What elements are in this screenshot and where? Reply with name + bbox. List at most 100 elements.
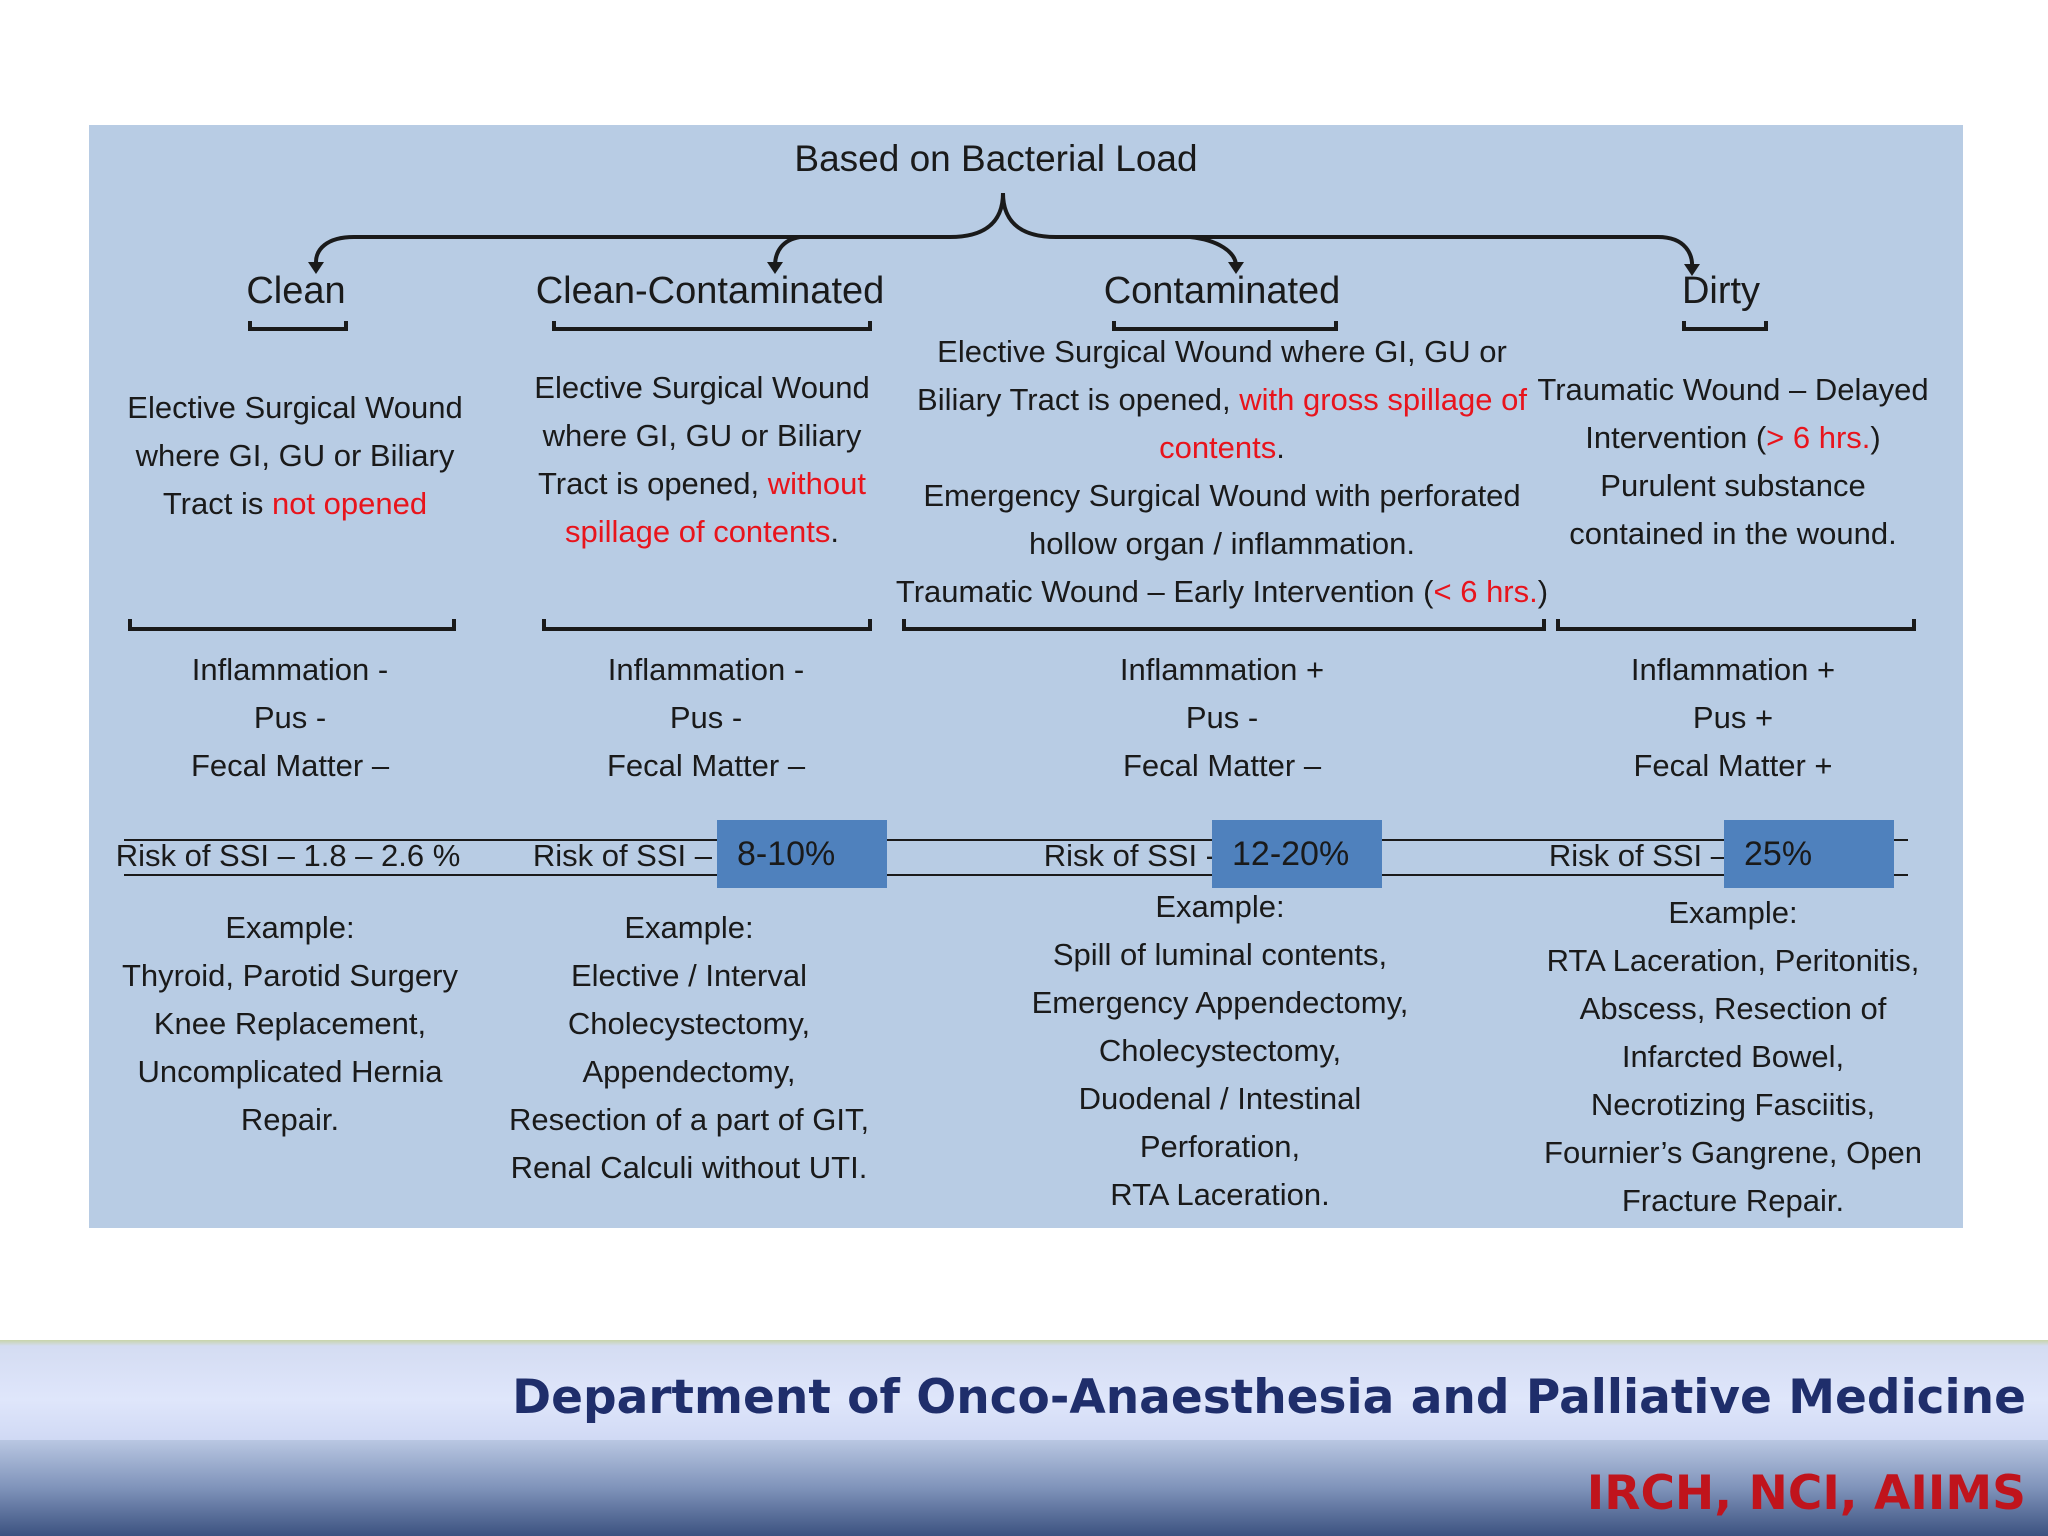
section-bracket-dirty	[1556, 619, 1916, 631]
description-line: where GI, GU or Biliary	[95, 432, 495, 480]
description-line: contents.	[872, 424, 1572, 472]
description-line: Traumatic Wound – Early Intervention (< …	[872, 568, 1572, 616]
description-line: Purulent substance	[1508, 462, 1958, 510]
heading-underline-contaminated	[1112, 321, 1338, 331]
sign-line: Pus -	[1185, 700, 1259, 735]
example-line: Spill of luminal contents,	[1052, 937, 1388, 972]
risk-row-top-line	[124, 839, 1908, 841]
description-text: Biliary Tract is opened,	[917, 382, 1240, 417]
footer-gradient	[0, 1440, 2048, 1536]
description-line: Biliary Tract is opened, with gross spil…	[872, 376, 1572, 424]
risk-value-clean-contaminated: 8-10%	[717, 820, 887, 888]
example-line: Uncomplicated Hernia	[137, 1054, 443, 1089]
description-text: Elective Surgical Wound where GI, GU or	[937, 334, 1507, 369]
highlight-text: < 6 hrs.	[1433, 574, 1538, 609]
risk-label-contaminated: Risk of SSI -	[1043, 838, 1216, 873]
description-line: spillage of contents.	[502, 508, 902, 556]
footer-department: Department of Onco-Anaesthesia and Palli…	[512, 1370, 2026, 1425]
description-text: Intervention (	[1585, 420, 1767, 455]
description-text: Tract is opened,	[538, 466, 768, 501]
heading-underline-dirty	[1682, 321, 1768, 331]
sign-line: Inflammation +	[1119, 652, 1325, 687]
description-line: Intervention (> 6 hrs.)	[1508, 414, 1958, 462]
category-heading-clean-contaminated: Clean-Contaminated	[535, 270, 885, 312]
description-clean: Elective Surgical Wound where GI, GU or B…	[95, 384, 495, 528]
sign-line: Inflammation -	[607, 652, 805, 687]
example-title-clean: Example:	[225, 910, 355, 945]
highlight-text: > 6 hrs.	[1766, 420, 1871, 455]
sign-line: Fecal Matter –	[190, 748, 390, 783]
highlight-text: without	[767, 466, 866, 501]
category-heading-dirty: Dirty	[1681, 270, 1761, 312]
example-line: Knee Replacement,	[153, 1006, 427, 1041]
description-text: .	[1276, 430, 1285, 465]
sign-line: Fecal Matter –	[606, 748, 806, 783]
example-list-dirty: RTA Laceration, Peritonitis,Abscess, Res…	[1533, 937, 1933, 1225]
example-title-dirty: Example:	[1668, 895, 1798, 930]
heading-underline-clean-contaminated	[552, 321, 872, 331]
example-line: RTA Laceration.	[1110, 1177, 1330, 1212]
example-line: Necrotizing Fasciitis,	[1590, 1087, 1876, 1122]
description-text: Traumatic Wound – Early Intervention (	[895, 574, 1434, 609]
example-line: Cholecystectomy,	[567, 1006, 811, 1041]
example-title-clean-contaminated: Example:	[624, 910, 754, 945]
example-line: Perforation,	[1139, 1129, 1301, 1164]
description-line: where GI, GU or Biliary	[502, 412, 902, 460]
example-title-contaminated: Example:	[1155, 889, 1285, 924]
category-heading-contaminated: Contaminated	[1103, 270, 1341, 312]
description-contaminated: Elective Surgical Wound where GI, GU or B…	[872, 328, 1572, 616]
example-line: Abscess, Resection of	[1579, 991, 1887, 1026]
description-line: hollow organ / inflammation.	[872, 520, 1572, 568]
example-line: Infarcted Bowel,	[1621, 1039, 1845, 1074]
risk-value-contaminated: 12-20%	[1212, 820, 1382, 888]
example-line: Elective / Interval	[570, 958, 808, 993]
category-brace	[308, 192, 1700, 276]
heading-underline-clean	[248, 321, 348, 331]
highlight-text: with gross spillage of	[1239, 382, 1527, 417]
risk-row-bottom-line	[124, 874, 1908, 876]
description-text: )	[1870, 420, 1881, 455]
sign-line: Pus -	[669, 700, 743, 735]
example-line: Emergency Appendectomy,	[1031, 985, 1409, 1020]
description-line: Elective Surgical Wound where GI, GU or	[872, 328, 1572, 376]
description-text: Traumatic Wound – Delayed	[1537, 372, 1929, 407]
footer-band	[0, 1340, 2048, 1440]
footer-institute: IRCH, NCI, AIIMS	[1586, 1466, 2026, 1521]
description-text: where GI, GU or Biliary	[542, 418, 862, 453]
description-text: contained in the wound.	[1569, 516, 1897, 551]
description-text: hollow organ / inflammation.	[1029, 526, 1415, 561]
description-line: contained in the wound.	[1508, 510, 1958, 558]
sign-line: Pus -	[253, 700, 327, 735]
description-line: Elective Surgical Wound	[95, 384, 495, 432]
example-line: Repair.	[240, 1102, 340, 1137]
example-line: Thyroid, Parotid Surgery	[122, 958, 458, 993]
example-list-contaminated: Spill of luminal contents, Emergency Appe…	[1020, 931, 1420, 1219]
category-heading-clean: Clean	[246, 270, 346, 312]
description-text: .	[830, 514, 840, 549]
section-bracket-clean-contaminated	[542, 619, 872, 631]
risk-label-clean-contaminated: Risk of SSI –	[532, 838, 712, 873]
risk-value-dirty: 25%	[1724, 820, 1894, 888]
sign-line: Inflammation -	[191, 652, 389, 687]
description-text: Elective Surgical Wound	[127, 390, 463, 425]
classification-panel	[89, 125, 1963, 1228]
sign-line: Fecal Matter –	[1122, 748, 1322, 783]
description-text: where GI, GU or Biliary	[135, 438, 455, 473]
highlight-text: spillage of contents	[564, 514, 831, 549]
signs-clean: Inflammation - Pus - Fecal Matter –	[90, 646, 490, 790]
description-text: Purulent substance	[1600, 468, 1866, 503]
description-line: Emergency Surgical Wound with perforated	[872, 472, 1572, 520]
description-text: Tract is	[162, 486, 272, 521]
description-line: Traumatic Wound – Delayed	[1508, 366, 1958, 414]
example-line: Appendectomy,	[582, 1054, 796, 1089]
risk-label-dirty: Risk of SSI –	[1548, 838, 1728, 873]
description-line: Elective Surgical Wound	[502, 364, 902, 412]
highlight-text: not opened	[271, 486, 428, 521]
description-clean-contaminated: Elective Surgical Wound where GI, GU or B…	[502, 364, 902, 556]
description-line: Tract is opened, without	[502, 460, 902, 508]
description-text: )	[1537, 574, 1549, 609]
example-line: Fournier’s Gangrene, Open	[1544, 1135, 1922, 1170]
signs-contaminated: Inflammation + Pus - Fecal Matter –	[1022, 646, 1422, 790]
